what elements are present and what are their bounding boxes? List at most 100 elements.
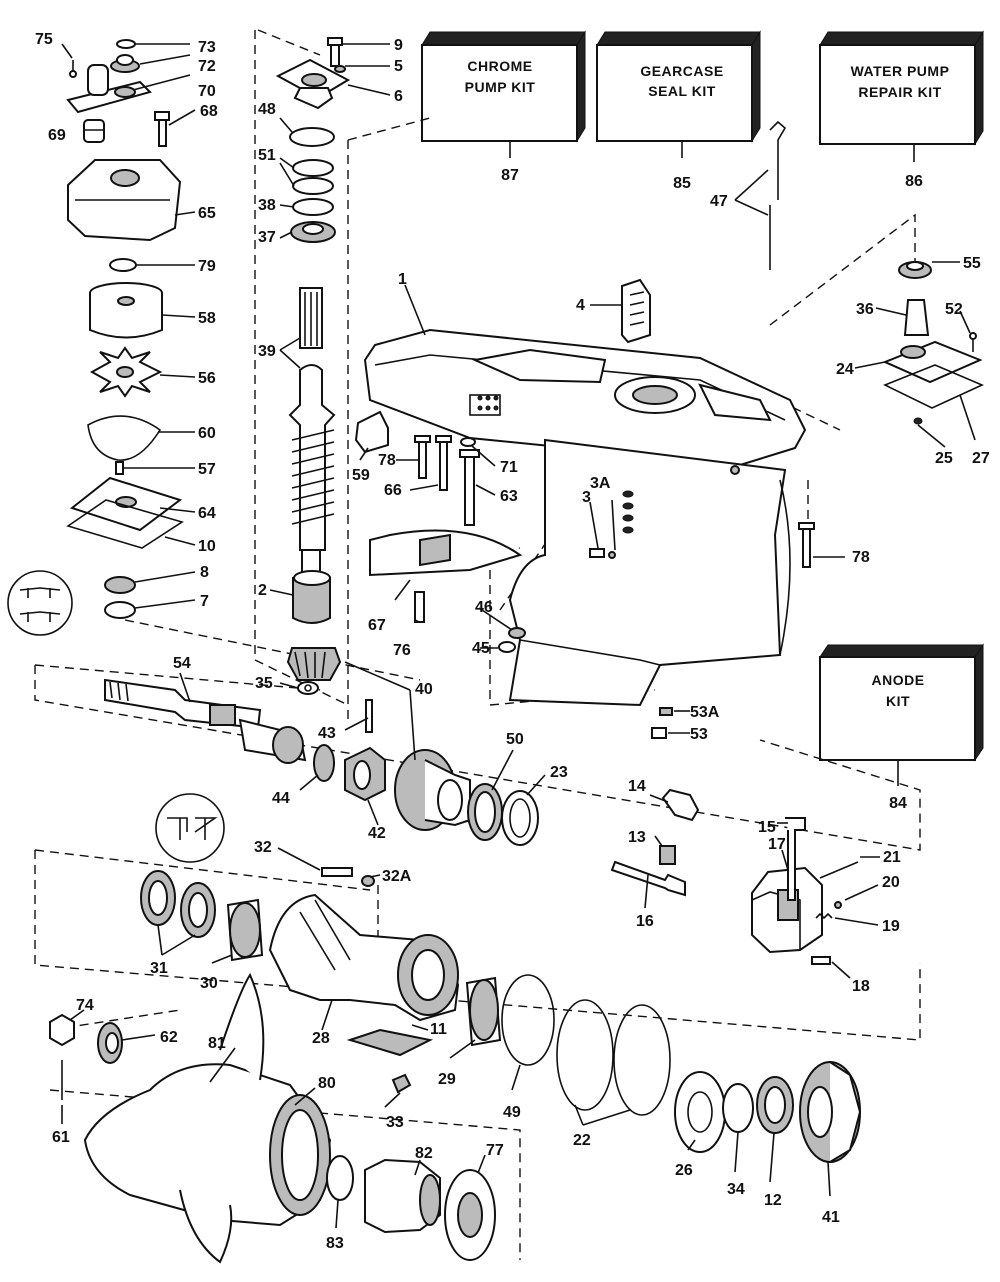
callout-5: 5 [394, 58, 403, 75]
callout-66: 66 [384, 482, 402, 499]
callout-11: 11 [430, 1021, 447, 1038]
callout-38: 38 [258, 197, 276, 214]
callout-36: 36 [856, 301, 874, 318]
water-pump-repair-kit-box: WATER PUMP REPAIR KIT 86 [819, 30, 984, 190]
gearcase-seal-kit-line1: GEARCASE [640, 63, 723, 79]
callout-21: 21 [883, 849, 901, 866]
callout-26: 26 [675, 1162, 693, 1179]
callout-24: 24 [836, 361, 854, 378]
callout-81: 81 [208, 1035, 226, 1052]
water-pump-kit-line1: WATER PUMP [851, 63, 950, 79]
pump-parts-left [7, 39, 184, 636]
callout-50: 50 [506, 731, 524, 748]
chrome-pump-kit-line2: PUMP KIT [465, 79, 536, 95]
callout-42: 42 [368, 825, 386, 842]
callout-67: 67 [368, 617, 386, 634]
callout-60: 60 [198, 425, 216, 442]
gearcase-housing [363, 328, 807, 707]
callout-9: 9 [394, 37, 403, 54]
leader-lines [61, 43, 976, 1229]
callout-14: 14 [628, 778, 646, 795]
callout-22: 22 [573, 1132, 591, 1149]
callout-78-upper: 78 [378, 452, 396, 469]
callout-72: 72 [198, 58, 216, 75]
callout-82: 82 [415, 1145, 433, 1162]
callout-59: 59 [352, 467, 370, 484]
callout-87: 87 [501, 167, 519, 184]
callout-76: 76 [393, 642, 411, 659]
callout-74: 74 [76, 997, 94, 1014]
callout-28: 28 [312, 1030, 330, 1047]
bearing-housing-parts [140, 793, 862, 1163]
callout-17: 17 [768, 836, 786, 853]
callout-37: 37 [258, 229, 276, 246]
callout-43: 43 [318, 725, 336, 742]
callout-34: 34 [727, 1181, 745, 1198]
callout-32a: 32A [382, 868, 412, 885]
callout-83: 83 [326, 1235, 344, 1252]
water-pump-kit-line2: REPAIR KIT [858, 84, 941, 100]
callout-78-lower: 78 [852, 549, 870, 566]
anode-kit-line1: ANODE [871, 672, 924, 688]
gearcase-seal-kit-box: GEARCASE SEAL KIT 85 [596, 30, 761, 192]
gearcase-small-parts [354, 120, 984, 739]
callout-61: 61 [52, 1129, 70, 1146]
chrome-pump-kit-line1: CHROME [467, 58, 532, 74]
callout-40: 40 [415, 681, 433, 698]
callout-20: 20 [882, 874, 900, 891]
callout-70: 70 [198, 83, 216, 100]
callout-4: 4 [576, 297, 585, 314]
callout-86: 86 [905, 173, 923, 190]
callout-71: 71 [500, 459, 518, 476]
callout-32: 32 [254, 839, 272, 856]
callout-19: 19 [882, 918, 900, 935]
callout-18: 18 [852, 978, 870, 995]
callout-57: 57 [198, 461, 216, 478]
propeller-parts [49, 972, 496, 1264]
chrome-pump-kit-box: CHROME PUMP KIT 87 [421, 30, 586, 184]
callout-62: 62 [160, 1029, 178, 1046]
gearcase-seal-kit-line2: SEAL KIT [648, 83, 716, 99]
callout-27: 27 [972, 450, 990, 467]
callout-numbers: 75 73 72 70 69 68 65 79 58 56 60 57 64 1… [35, 31, 990, 1252]
driveshaft-parts [275, 37, 351, 695]
callout-6: 6 [394, 88, 403, 105]
callout-65: 65 [198, 205, 216, 222]
callout-68: 68 [200, 103, 218, 120]
callout-8: 8 [200, 564, 209, 581]
callout-3: 3 [582, 489, 591, 506]
callout-80: 80 [318, 1075, 336, 1092]
callout-63: 63 [500, 488, 518, 505]
callout-56: 56 [198, 370, 216, 387]
callout-3a: 3A [590, 475, 611, 492]
callout-77: 77 [486, 1142, 504, 1159]
callout-53: 53 [690, 726, 708, 743]
callout-13: 13 [628, 829, 646, 846]
callout-53a: 53A [690, 704, 720, 721]
callout-10: 10 [198, 538, 216, 555]
callout-75: 75 [35, 31, 53, 48]
anode-kit-box: ANODE KIT 84 [819, 643, 984, 812]
callout-1: 1 [398, 271, 407, 288]
callout-85: 85 [673, 175, 691, 192]
propshaft-parts [104, 678, 859, 965]
callout-52: 52 [945, 301, 963, 318]
callout-15: 15 [758, 819, 776, 836]
callout-49: 49 [503, 1104, 521, 1121]
callout-30: 30 [200, 975, 218, 992]
callout-29: 29 [438, 1071, 456, 1088]
callout-79: 79 [198, 258, 216, 275]
callout-48: 48 [258, 101, 276, 118]
callout-64: 64 [198, 505, 216, 522]
callout-33: 33 [386, 1114, 404, 1131]
callout-39: 39 [258, 343, 276, 360]
callout-16: 16 [636, 913, 654, 930]
callout-55: 55 [963, 255, 981, 272]
callout-84: 84 [889, 795, 907, 812]
callout-58: 58 [198, 310, 216, 327]
callout-31: 31 [150, 960, 168, 977]
callout-41: 41 [822, 1209, 840, 1226]
callout-23: 23 [550, 764, 568, 781]
